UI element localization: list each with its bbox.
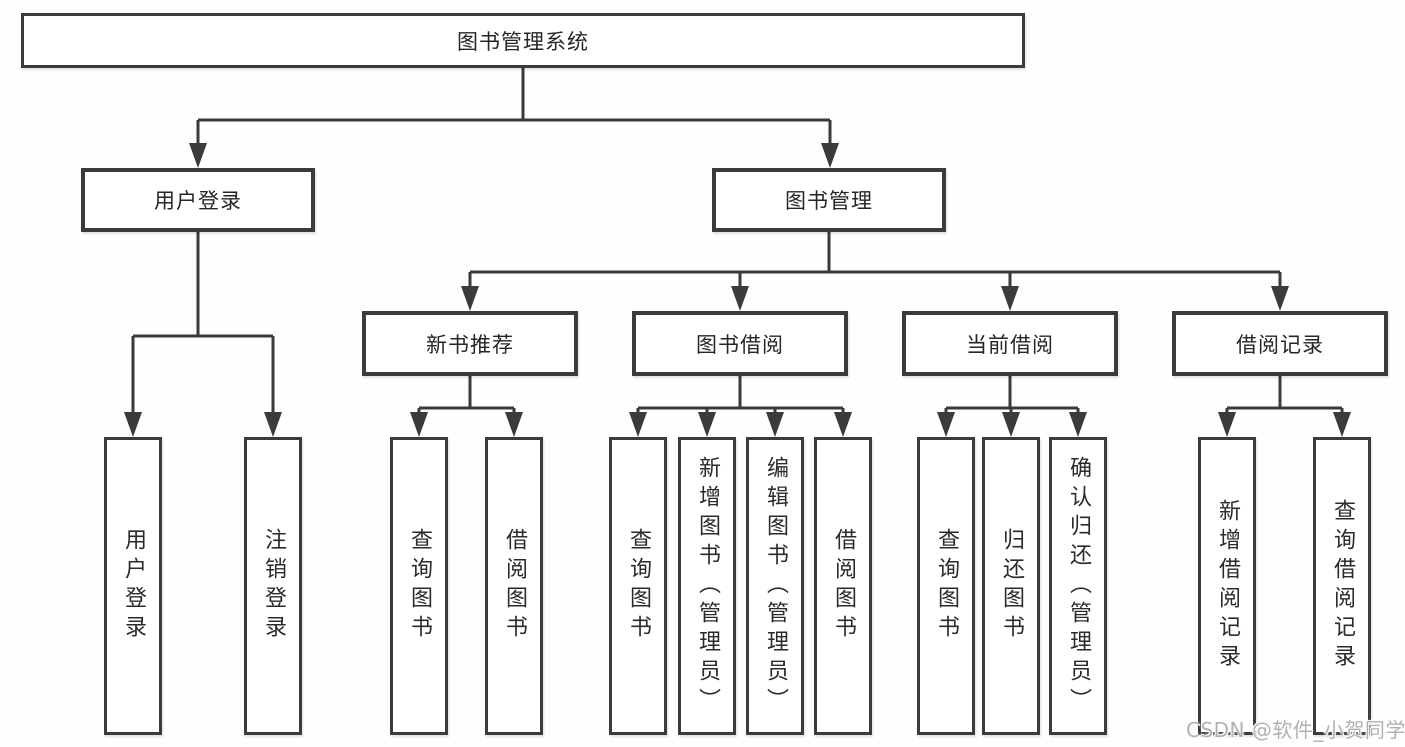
- leaf-query-borrow-record: 查询借阅记录: [1313, 437, 1371, 735]
- leaf-label: 查询图书: [407, 528, 432, 644]
- csdn-watermark: CSDN @软件_小贺同学: [1186, 718, 1405, 742]
- leaf-label: 新增图书（管理员）: [695, 455, 720, 717]
- node-user-login: 用户登录: [81, 168, 315, 232]
- leaf-add-book-admin: 新增图书（管理员）: [678, 437, 736, 735]
- leaf-label: 查询图书: [934, 528, 959, 644]
- connector-lines: [131, 68, 1344, 416]
- leaf-label: 借阅图书: [502, 528, 527, 644]
- leaf-query-books-recommend: 查询图书: [390, 437, 448, 735]
- leaf-label: 借阅图书: [831, 528, 856, 644]
- node-book-borrowing: 图书借阅: [632, 311, 848, 376]
- leaf-label: 查询借阅记录: [1330, 499, 1355, 673]
- leaf-borrow-books-borrowing: 借阅图书: [814, 437, 872, 735]
- leaf-logout: 注销登录: [244, 437, 302, 735]
- leaf-edit-book-admin: 编辑图书（管理员）: [746, 437, 804, 735]
- leaf-user-login: 用户登录: [104, 437, 162, 735]
- leaf-label: 注销登录: [261, 528, 286, 644]
- leaf-label: 确认归还（管理员）: [1066, 455, 1091, 717]
- leaf-borrow-books-recommend: 借阅图书: [485, 437, 543, 735]
- leaf-label: 查询图书: [626, 528, 651, 644]
- arrowheads: [124, 143, 1351, 437]
- leaf-confirm-return-admin: 确认归还（管理员）: [1049, 437, 1107, 735]
- leaf-query-books-current: 查询图书: [917, 437, 975, 735]
- node-book-management: 图书管理: [712, 168, 946, 232]
- node-borrowing-records: 借阅记录: [1172, 311, 1388, 376]
- leaf-query-books-borrowing: 查询图书: [609, 437, 667, 735]
- leaf-label: 编辑图书（管理员）: [763, 455, 788, 717]
- leaf-return-books: 归还图书: [982, 437, 1040, 735]
- leaf-label: 用户登录: [121, 528, 146, 644]
- node-library-management-system: 图书管理系统: [21, 13, 1025, 68]
- node-current-borrowing: 当前借阅: [902, 311, 1118, 376]
- node-new-book-recommendation: 新书推荐: [362, 311, 578, 376]
- leaf-add-borrow-record: 新增借阅记录: [1198, 437, 1256, 735]
- leaf-label: 新增借阅记录: [1215, 499, 1240, 673]
- leaf-label: 归还图书: [999, 528, 1024, 644]
